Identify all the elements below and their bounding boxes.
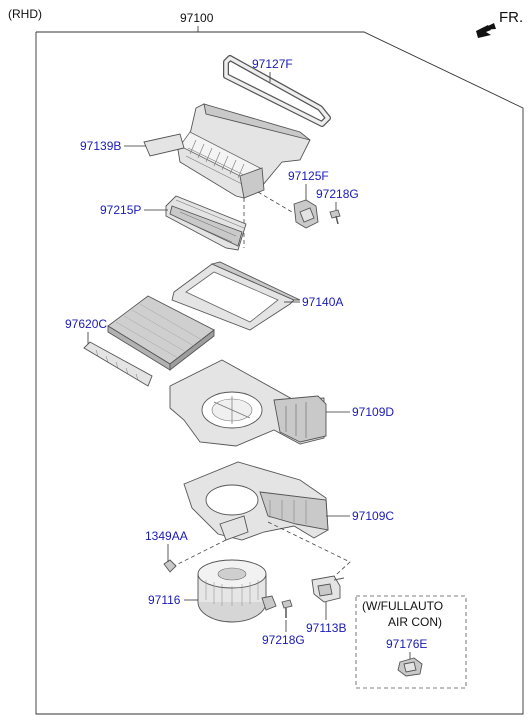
- screw-top: [329, 209, 341, 225]
- clip: [163, 559, 177, 573]
- assembly-guide-3: [173, 539, 227, 567]
- option-box-line1: (W/FULLAUTO: [362, 599, 443, 613]
- front-arrow-icon: [476, 23, 496, 38]
- screw-bottom: [281, 599, 293, 618]
- sensor: [397, 657, 423, 677]
- intake-door: [165, 195, 247, 251]
- part-label-97218G-top: 97218G: [316, 187, 359, 201]
- upper-blower-case: [169, 359, 327, 447]
- part-label-97140A: 97140A: [302, 295, 343, 309]
- part-label-97620C: 97620C: [65, 317, 107, 331]
- part-label-97109C: 97109C: [352, 509, 394, 523]
- part-label-97125F: 97125F: [288, 169, 329, 183]
- intake-housing: [143, 103, 311, 199]
- variant-label: (RHD): [8, 7, 42, 21]
- option-box: [355, 595, 467, 689]
- part-label-97116: 97116: [148, 593, 181, 607]
- blower-resistor: [311, 575, 345, 603]
- part-label-97127F: 97127F: [252, 57, 293, 71]
- part-label-97109D: 97109D: [352, 405, 394, 419]
- gasket-ring: [223, 55, 331, 127]
- part-label-97113B: 97113B: [306, 621, 346, 635]
- part-label-97215P: 97215P: [100, 203, 141, 217]
- filter-frame: [171, 261, 301, 331]
- assembly-guide-2: [257, 191, 293, 213]
- assembly-frame: [35, 31, 524, 715]
- blower-motor: [197, 559, 277, 623]
- part-label-97218G-bottom: 97218G: [262, 633, 305, 647]
- lower-blower-case: [183, 461, 329, 541]
- part-label-97176E: 97176E: [386, 637, 427, 651]
- part-label-1349AA: 1349AA: [145, 529, 188, 543]
- assembly-number-label: 97100: [180, 11, 214, 25]
- option-box-line2: AIR CON): [388, 615, 442, 629]
- part-label-97139B: 97139B: [80, 139, 121, 153]
- front-direction-label: FR.: [499, 9, 523, 26]
- actuator: [293, 199, 319, 229]
- cabin-filter: [107, 295, 215, 371]
